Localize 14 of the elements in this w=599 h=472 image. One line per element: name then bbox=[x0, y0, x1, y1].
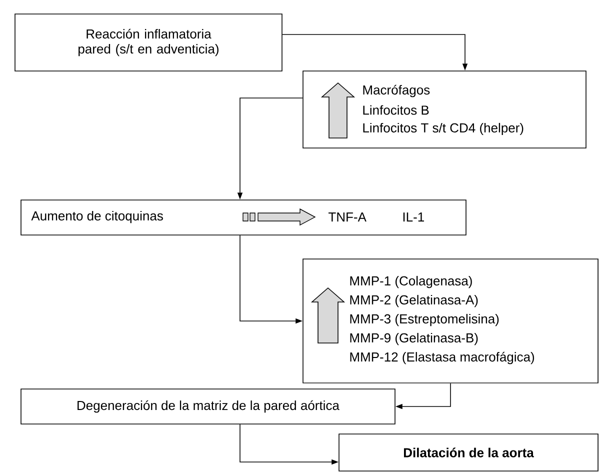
box-text: MMP-2 (Gelatinasa-A) bbox=[350, 294, 478, 308]
box-text: IL-1 bbox=[403, 212, 424, 222]
box-text: Macrófagos bbox=[363, 84, 430, 98]
box-text: MMP-9 (Gelatinasa-B) bbox=[350, 332, 478, 346]
process-box: Reacción inflamatoria pared (s/t en adventicia) bbox=[14, 14, 282, 72]
box-text: TNF-A bbox=[328, 212, 366, 222]
box-text: MMP-3 (Estreptomelisina) bbox=[350, 314, 499, 326]
box-text: MMP-1 (Colagenasa) bbox=[350, 276, 472, 288]
box-text: MMP-12 (Elastasa macrofágica) bbox=[350, 352, 534, 364]
process-box: Dilatación de la aorta bbox=[338, 434, 598, 472]
box-text: Aumento de citoquinas bbox=[31, 210, 163, 224]
box-text: Linfocitos T s/t CD4 (helper) bbox=[363, 122, 524, 136]
box-text: Linfocitos B bbox=[363, 105, 429, 115]
process-box: Degeneración de la matriz de la pared aórtica bbox=[20, 388, 396, 424]
